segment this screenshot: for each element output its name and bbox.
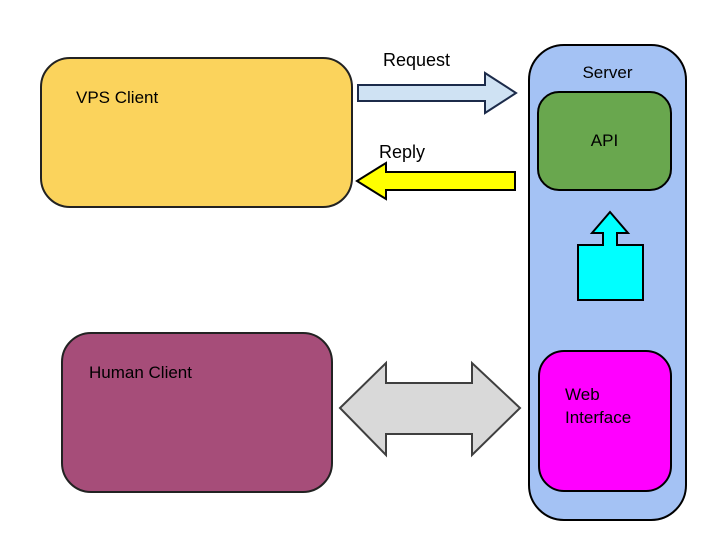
node-human-client: Human Client bbox=[61, 332, 333, 493]
server-label: Server bbox=[582, 63, 633, 82]
node-vps-client: VPS Client bbox=[40, 57, 353, 208]
node-web-interface: Web Interface bbox=[538, 350, 672, 492]
api-label: API bbox=[590, 131, 619, 150]
request-arrow-label: Request bbox=[383, 50, 451, 70]
bidirectional-arrow-icon bbox=[338, 360, 522, 458]
reply-arrow-label: Reply bbox=[379, 142, 426, 162]
reply-arrow-icon bbox=[355, 161, 516, 201]
node-api: API bbox=[537, 91, 672, 191]
web-interface-label: Web Interface bbox=[565, 385, 632, 427]
human-client-label: Human Client bbox=[89, 363, 192, 382]
request-arrow-icon bbox=[357, 71, 518, 115]
vps-client-label: VPS Client bbox=[76, 88, 159, 107]
